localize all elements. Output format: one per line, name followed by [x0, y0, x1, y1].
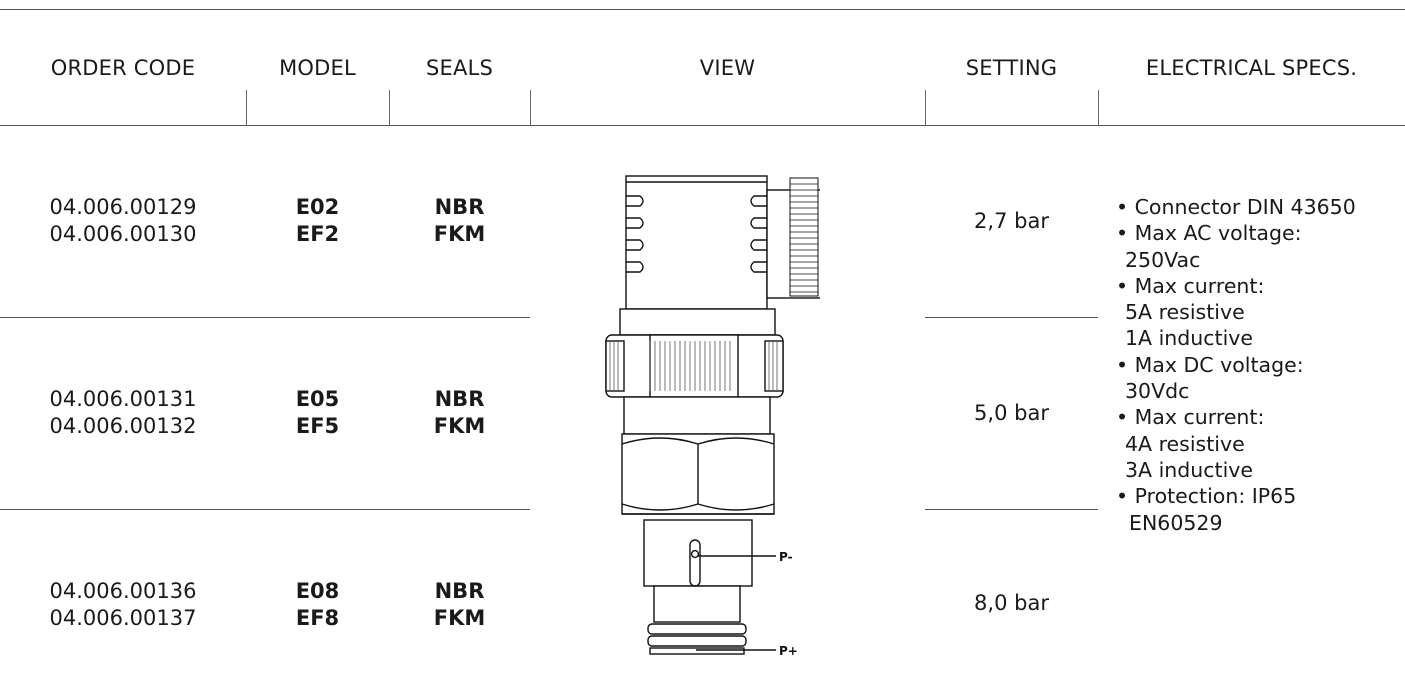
- row-divider-2: [0, 509, 530, 510]
- setting-cell: 2,7 bar: [925, 208, 1098, 235]
- seal-material: FKM: [433, 222, 486, 246]
- row-divider-1-setting: [925, 317, 1098, 318]
- spec-line: 1A inductive: [1125, 326, 1254, 351]
- header-model: MODEL: [279, 55, 356, 80]
- electrical-specs-list: • Connector DIN 43650 • Max AC voltage: …: [1116, 194, 1401, 536]
- seal-material: FKM: [433, 414, 486, 438]
- spec-line: EN60529: [1129, 510, 1223, 535]
- port-p-minus-label: P-: [779, 550, 793, 564]
- spec-line: 5A resistive: [1125, 300, 1245, 325]
- setting-value: 2,7 bar: [974, 209, 1049, 233]
- spec-line: 3A inductive: [1125, 457, 1254, 482]
- model-code: EF5: [295, 414, 340, 438]
- header-separator: [389, 90, 390, 126]
- header-separator: [1098, 90, 1099, 126]
- order-code-cell: 04.006.00136 04.006.00137: [20, 578, 226, 632]
- spec-line: • Max current:: [1116, 273, 1265, 298]
- header-separator: [925, 90, 926, 126]
- spec-line: 4A resistive: [1125, 431, 1245, 456]
- seals-cell: NBR FKM: [389, 578, 530, 632]
- setting-value: 8,0 bar: [974, 591, 1049, 615]
- spec-line: • Max AC voltage:: [1116, 221, 1302, 246]
- seal-material: NBR: [434, 195, 485, 219]
- model-code: E02: [295, 195, 340, 219]
- header-separator: [246, 90, 247, 126]
- order-code: 04.006.00132: [49, 414, 197, 438]
- spec-line: • Protection: IP65: [1116, 484, 1297, 509]
- header-order-code: ORDER CODE: [50, 55, 196, 80]
- spec-line: • Max current:: [1116, 405, 1265, 430]
- top-rule: [0, 9, 1405, 10]
- row-divider-2-setting: [925, 509, 1098, 510]
- order-code: 04.006.00131: [49, 387, 197, 411]
- setting-value: 5,0 bar: [974, 401, 1049, 425]
- header-bottom-rule: [0, 125, 1405, 126]
- spec-line: 250Vac: [1125, 247, 1201, 272]
- header-electrical-specs: ELECTRICAL SPECS.: [1145, 55, 1358, 80]
- model-cell: E08 EF8: [246, 578, 389, 632]
- row-divider-1: [0, 317, 530, 318]
- spec-line: • Connector DIN 43650: [1116, 195, 1356, 219]
- order-code: 04.006.00129: [49, 195, 197, 219]
- header-view: VIEW: [699, 55, 756, 80]
- model-code: EF2: [295, 222, 340, 246]
- model-code: E08: [295, 579, 340, 603]
- spec-line: • Max DC voltage:: [1116, 352, 1304, 377]
- order-code-cell: 04.006.00131 04.006.00132: [20, 386, 226, 440]
- seal-material: NBR: [434, 387, 485, 411]
- header-separator: [530, 90, 531, 126]
- order-code: 04.006.00136: [49, 579, 197, 603]
- header-setting: SETTING: [965, 55, 1058, 80]
- model-code: E05: [295, 387, 340, 411]
- model-cell: E05 EF5: [246, 386, 389, 440]
- order-code-cell: 04.006.00129 04.006.00130: [20, 194, 226, 248]
- seal-material: FKM: [433, 606, 486, 630]
- seals-cell: NBR FKM: [389, 386, 530, 440]
- setting-cell: 8,0 bar: [925, 590, 1098, 617]
- pressure-switch-drawing: P- P+: [605, 175, 820, 658]
- spec-line: 30Vdc: [1125, 379, 1190, 404]
- order-code: 04.006.00130: [49, 222, 197, 246]
- seals-cell: NBR FKM: [389, 194, 530, 248]
- order-code: 04.006.00137: [49, 606, 197, 630]
- header-seals: SEALS: [426, 55, 493, 80]
- port-p-plus-label: P+: [779, 644, 798, 658]
- seal-material: NBR: [434, 579, 485, 603]
- setting-cell: 5,0 bar: [925, 400, 1098, 427]
- model-code: EF8: [295, 606, 340, 630]
- model-cell: E02 EF2: [246, 194, 389, 248]
